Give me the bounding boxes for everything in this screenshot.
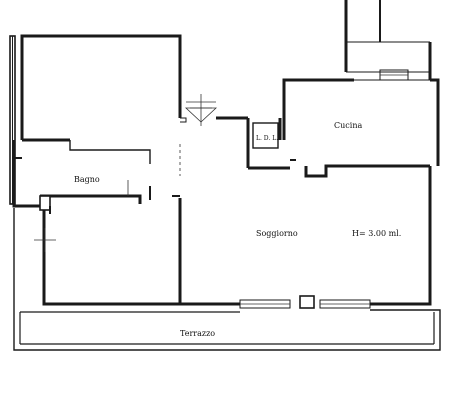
fixture-label: L. D. L. (256, 135, 278, 142)
living-room (180, 166, 432, 309)
upper-left-room (20, 34, 182, 142)
kitchen-room (282, 69, 440, 178)
living-room-label: Soggiorno (256, 229, 298, 238)
top-balcony (344, 0, 432, 80)
lower-left-room (34, 195, 182, 306)
hallway-walls (179, 116, 290, 176)
height-annotation: H= 3.00 ml. (352, 229, 401, 238)
terrace (13, 208, 441, 351)
kitchen-label: Cucina (334, 121, 362, 130)
fixture-box: L. D. L. (252, 122, 279, 149)
bathroom-label: Bagno (74, 175, 100, 184)
column-symbol (184, 94, 218, 126)
terrace-label: Terrazzo (180, 329, 215, 338)
